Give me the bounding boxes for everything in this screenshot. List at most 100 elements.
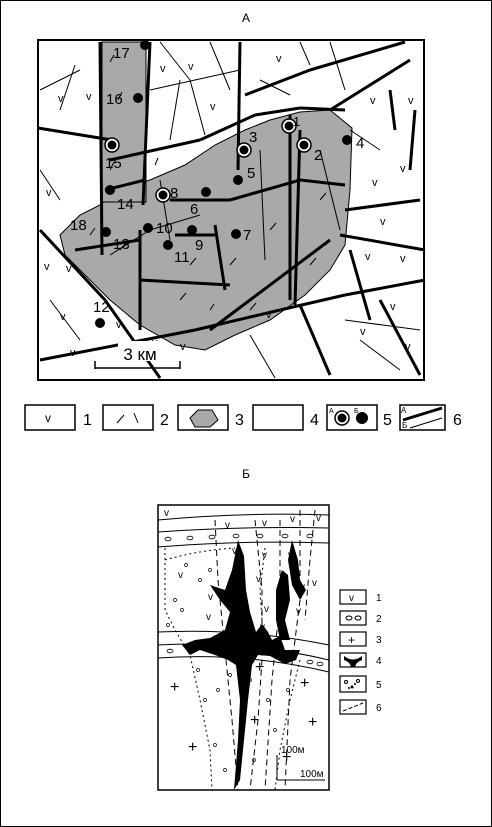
point-label-3: 3: [249, 129, 257, 146]
panel-b-title: Б: [242, 467, 250, 481]
sample-points: [95, 40, 352, 328]
svg-text:v: v: [116, 319, 122, 331]
svg-text:v: v: [46, 187, 52, 199]
legend-a5-mark-a: А: [329, 408, 334, 415]
svg-text:v: v: [178, 570, 183, 581]
legend-b-1: 1: [376, 593, 382, 604]
svg-text:v: v: [262, 518, 267, 529]
legend-b-3: 3: [376, 635, 382, 646]
panel-a-title: А: [242, 11, 250, 25]
svg-text:v: v: [208, 592, 213, 603]
point-label-5: 5: [247, 165, 255, 182]
legend-a6-mark-b: Б: [402, 421, 407, 430]
legend-b-2: 2: [376, 614, 382, 625]
point-label-18: 18: [70, 217, 87, 234]
scale-bar-a: 3 км: [94, 341, 181, 369]
v-marks: vvv vvv vvv vvv vvv vvv vvv vvv v: [44, 53, 414, 359]
svg-text:v: v: [160, 63, 166, 75]
map-a: vvv vvv vvv vvv vvv vvv vvv vvv v: [37, 39, 426, 381]
legend-a: v 1 2 3 4 А Б 5 А Б 6: [24, 404, 462, 431]
dike-body: [182, 540, 300, 790]
scale-bar-b: [276, 755, 325, 781]
legend-a-2: 2: [160, 412, 169, 429]
svg-text:v: v: [316, 513, 321, 524]
svg-text:+: +: [255, 659, 264, 676]
legend-b-6: 6: [376, 703, 382, 714]
svg-text:v: v: [226, 602, 231, 613]
svg-text:v: v: [260, 622, 265, 633]
point-label-1: 1: [293, 114, 300, 129]
svg-text:v: v: [262, 550, 267, 561]
point-label-6: 6: [190, 201, 198, 218]
svg-text:v: v: [372, 177, 378, 189]
svg-text:v: v: [206, 612, 211, 623]
svg-text:+: +: [188, 739, 197, 756]
svg-text:v: v: [312, 578, 317, 589]
svg-text:+: +: [348, 633, 355, 647]
svg-text:v: v: [164, 508, 169, 519]
point-label-14: 14: [117, 196, 134, 213]
svg-text:v: v: [380, 216, 386, 228]
svg-text:v: v: [86, 91, 92, 103]
svg-text:+: +: [282, 749, 291, 766]
svg-text:v: v: [290, 514, 295, 525]
svg-text:v: v: [288, 550, 293, 561]
svg-text:v: v: [360, 326, 366, 338]
point-label-9: 9: [195, 237, 203, 254]
scale-label-b-h: 100м: [300, 769, 324, 780]
svg-text:v: v: [370, 95, 376, 107]
svg-text:v: v: [66, 263, 72, 275]
point-label-15: 15: [105, 155, 122, 172]
svg-text:v: v: [349, 593, 354, 604]
legend-b-5: 5: [376, 680, 382, 691]
svg-text:v: v: [296, 606, 301, 617]
svg-text:v: v: [232, 546, 237, 557]
legend-a-5: 5: [383, 412, 392, 429]
point-label-10: 10: [156, 220, 173, 237]
svg-text:v: v: [188, 61, 194, 73]
point-label-2: 2: [314, 147, 322, 164]
svg-text:+: +: [170, 679, 179, 696]
scale-label-a: 3 км: [123, 345, 156, 364]
point-label-11: 11: [174, 249, 190, 266]
svg-text:v: v: [58, 93, 64, 105]
point-label-8: 8: [170, 185, 178, 202]
svg-text:v: v: [45, 411, 51, 425]
svg-text:v: v: [400, 163, 406, 175]
legend-a-3: 3: [235, 412, 244, 429]
svg-text:v: v: [300, 582, 305, 593]
svg-text:v: v: [266, 309, 272, 321]
faults-thin: [39, 41, 421, 379]
legend-a-1: 1: [83, 412, 92, 429]
svg-text:v: v: [408, 95, 414, 107]
point-label-13: 13: [113, 236, 130, 253]
svg-text:v: v: [44, 261, 50, 273]
legend-a-6: 6: [453, 412, 462, 429]
scale-label-b-v: 100м: [281, 745, 305, 756]
svg-text:+: +: [300, 675, 309, 692]
svg-text:v: v: [70, 347, 76, 359]
point-label-7: 7: [243, 227, 251, 244]
point-label-17: 17: [113, 45, 130, 62]
svg-text:v: v: [400, 253, 406, 265]
point-labels: 17 16 15 14 13 18 12 8 6 10 9 11 7 5 3 1…: [70, 45, 364, 316]
legend-a5-mark-b: Б: [354, 408, 359, 415]
svg-text:v: v: [264, 604, 269, 615]
point-label-16: 16: [106, 91, 123, 108]
legend-a6-mark-a: А: [401, 406, 407, 415]
svg-text:v: v: [256, 574, 261, 585]
svg-text:+: +: [308, 714, 317, 731]
legend-a-4: 4: [310, 412, 319, 429]
legend-b-4: 4: [376, 656, 382, 667]
svg-text:v: v: [365, 251, 371, 263]
svg-text:v: v: [60, 311, 66, 323]
legend-b: v 1 2 + 3 4 5 6: [339, 589, 382, 715]
svg-text:v: v: [405, 341, 411, 353]
dash-marks: [89, 54, 327, 311]
svg-text:v: v: [210, 101, 216, 113]
svg-text:v: v: [180, 341, 186, 353]
svg-text:v: v: [390, 301, 396, 313]
svg-text:+: +: [250, 712, 259, 729]
